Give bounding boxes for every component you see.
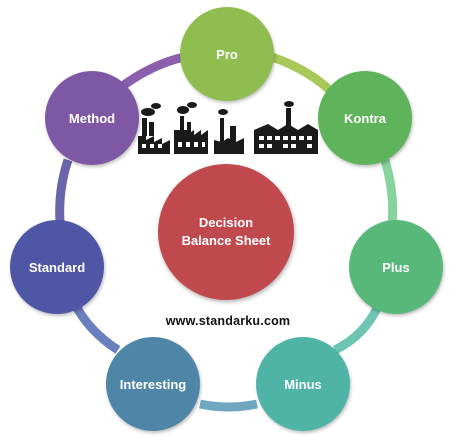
node-method-label: Method bbox=[68, 110, 116, 126]
node-kontra-label: Kontra bbox=[344, 110, 386, 126]
center-node: Decision Balance Sheet bbox=[158, 164, 294, 300]
node-standard: Standard bbox=[10, 220, 104, 314]
website-url: www.standarku.com bbox=[165, 314, 291, 328]
node-interesting-label: Interesting bbox=[119, 376, 187, 392]
node-plus: Plus bbox=[349, 220, 443, 314]
node-plus-label: Plus bbox=[382, 259, 410, 275]
factory-illustration-icon bbox=[138, 101, 318, 154]
node-method: Method bbox=[45, 71, 139, 165]
center-label-line1: Decision bbox=[198, 215, 254, 230]
node-standard-label: Standard bbox=[28, 259, 86, 275]
connector-interesting-standard bbox=[72, 303, 121, 354]
connector-pro-kontra bbox=[270, 52, 339, 99]
node-pro: Pro bbox=[180, 7, 274, 101]
center-label-line2: Balance Sheet bbox=[181, 233, 271, 248]
node-interesting: Interesting bbox=[106, 337, 200, 431]
node-minus-label: Minus bbox=[284, 376, 322, 392]
connector-standard-method bbox=[55, 158, 73, 223]
connector-method-pro bbox=[117, 52, 186, 92]
node-pro-label: Pro bbox=[216, 46, 238, 62]
node-minus: Minus bbox=[256, 337, 350, 431]
node-kontra: Kontra bbox=[318, 71, 412, 165]
center-label: Decision Balance Sheet bbox=[182, 214, 271, 250]
connector-kontra-plus bbox=[380, 158, 398, 225]
connector-minus-interesting bbox=[199, 399, 258, 412]
connector-plus-minus bbox=[332, 304, 383, 355]
